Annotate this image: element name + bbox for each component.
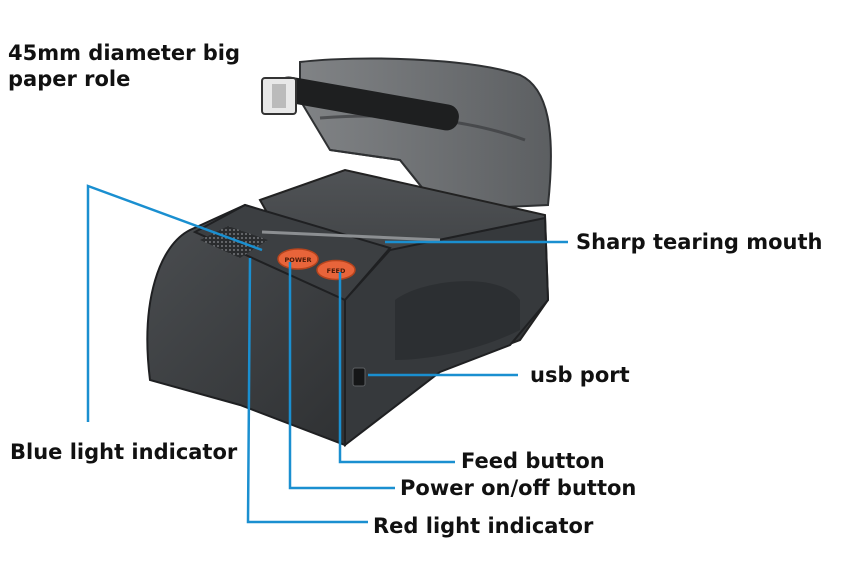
label-paper-roll-line2: paper role (8, 67, 131, 92)
leader-power-button (288, 262, 395, 490)
label-feed-button: Feed button (461, 449, 605, 473)
feed-button-label: FEED (327, 267, 346, 275)
leader-lines (86, 184, 568, 524)
label-paper-roll: 45mm diameter big paper role (8, 40, 240, 93)
label-tearing-mouth: Sharp tearing mouth (576, 230, 823, 254)
leader-blue-light (86, 184, 263, 422)
label-red-light: Red light indicator (373, 514, 594, 538)
leader-feed-button (338, 272, 455, 464)
leader-red-light (246, 257, 368, 524)
label-paper-roll-line1: 45mm diameter big (8, 41, 241, 65)
power-button-shape[interactable] (277, 248, 319, 270)
usb-port-shape (352, 367, 366, 387)
label-usb-port: usb port (530, 363, 630, 387)
label-power-button: Power on/off button (400, 476, 637, 500)
label-blue-light: Blue light indicator (10, 440, 238, 464)
tearing-blade (261, 230, 441, 242)
printer: POWER FEED (146, 57, 552, 448)
paper-roller (276, 76, 459, 131)
feed-button-shape[interactable] (316, 259, 356, 281)
power-button-label: POWER (285, 256, 312, 264)
